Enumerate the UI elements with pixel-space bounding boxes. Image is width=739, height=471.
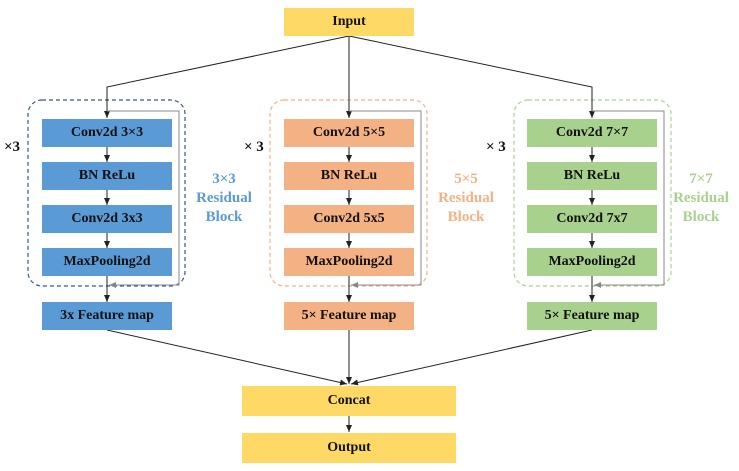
branch3-block-label: 7×7 Residual Block <box>664 170 738 227</box>
branch2-block-label: 5×5 Residual Block <box>428 170 504 227</box>
edge-input-to-branch1 <box>104 35 350 118</box>
residual-skip-b2 <box>349 110 422 288</box>
branch1-layer-bn-relu: BN ReLu <box>42 162 172 190</box>
branch2-feature-map: 5× Feature map <box>284 302 414 330</box>
branch3-block-label-size: 7×7 <box>689 171 713 187</box>
branch2-layer-maxpool: MaxPooling2d <box>284 248 414 276</box>
branch2-block-label-residual: Residual <box>438 190 494 206</box>
branch1-layer-conv-b: Conv2d 3x3 <box>42 205 172 233</box>
branch3-layer-maxpool: MaxPooling2d <box>527 248 657 276</box>
branch3-block-label-block: Block <box>682 209 720 225</box>
branch1-feature-map: 3x Feature map <box>42 302 172 330</box>
branch3-block-label-residual: Residual <box>673 190 729 206</box>
branch3-layer-conv-b: Conv2d 7x7 <box>527 205 657 233</box>
branch1-block-label-residual: Residual <box>196 190 252 206</box>
branch2-multiplier: × 3 <box>244 139 264 155</box>
edge-input-to-branch3 <box>348 35 595 118</box>
output-node: Output <box>242 433 456 463</box>
branch2-layer-bn-relu: BN ReLu <box>284 162 414 190</box>
branch2-layer-conv-b: Conv2d 5x5 <box>284 205 414 233</box>
branch2-block-label-size: 5×5 <box>454 171 478 187</box>
branch1-multiplier: ×3 <box>4 139 21 155</box>
branch3-layer-conv-a: Conv2d 7×7 <box>527 119 657 147</box>
branch1-layer-conv-a: Conv2d 3×3 <box>42 119 172 147</box>
branch1-layer-maxpool: MaxPooling2d <box>42 248 172 276</box>
branch3-layer-bn-relu: BN ReLu <box>527 162 657 190</box>
edge-fm1-to-concat <box>106 329 348 386</box>
concat-node: Concat <box>242 386 456 416</box>
branch2-block-label-block: Block <box>447 209 485 225</box>
branch3-feature-map: 5× Feature map <box>527 302 657 330</box>
branch1-block-label-size: 3×3 <box>212 171 236 187</box>
edge-fm3-to-concat <box>350 329 593 386</box>
branch3-multiplier: × 3 <box>486 139 506 155</box>
input-node: Input <box>284 8 414 36</box>
branch1-block-label: 3×3 Residual Block <box>186 170 262 227</box>
branch2-layer-conv-a: Conv2d 5×5 <box>284 119 414 147</box>
branch1-block-label-block: Block <box>205 209 243 225</box>
residual-skip-b1 <box>107 110 180 288</box>
residual-skip-b3 <box>592 110 665 288</box>
